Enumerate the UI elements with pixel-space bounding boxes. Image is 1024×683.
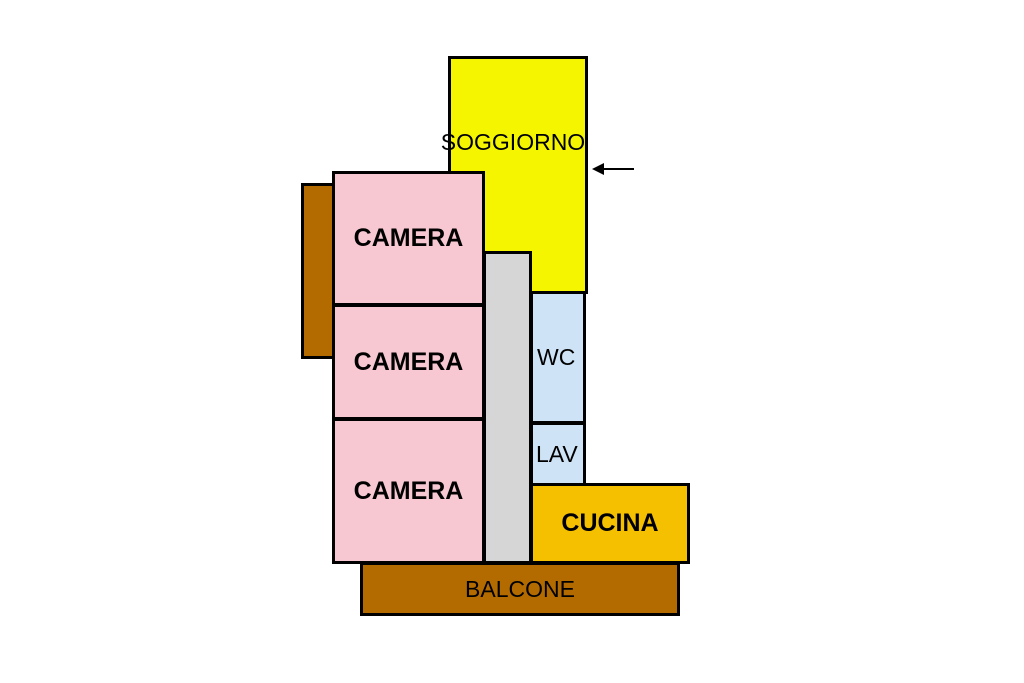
room-balcone: BALCONE xyxy=(360,562,680,616)
room-camera-2: CAMERA xyxy=(332,304,485,420)
room-balcone-left xyxy=(301,183,337,359)
room-camera-3: CAMERA xyxy=(332,418,485,564)
room-label-camera-2: CAMERA xyxy=(353,347,464,376)
arrow-left-icon xyxy=(592,163,634,175)
room-label-wc: WC xyxy=(537,344,576,370)
room-cucina: CUCINA xyxy=(530,483,690,564)
room-label-lav: LAV xyxy=(536,440,578,467)
room-label-balcone: BALCONE xyxy=(465,575,575,602)
room-lav: LAV xyxy=(530,422,586,486)
room-camera-1: CAMERA xyxy=(332,171,485,306)
room-corridor xyxy=(483,251,532,564)
room-label-camera-1: CAMERA xyxy=(353,224,464,252)
room-label-soggiorno: SOGGIORNO xyxy=(440,129,586,155)
room-label-cucina: CUCINA xyxy=(561,509,659,537)
room-label-camera-3: CAMERA xyxy=(353,476,464,505)
room-wc: WC xyxy=(530,291,586,424)
